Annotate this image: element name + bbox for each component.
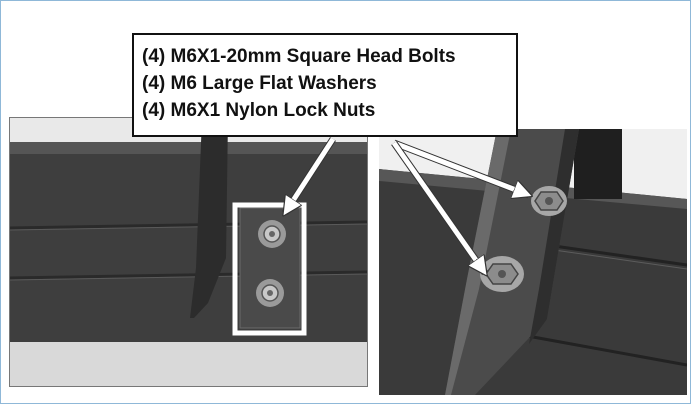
right-photo-drawing [379, 129, 687, 395]
left-photo [9, 117, 368, 387]
left-photo-drawing [10, 118, 367, 386]
left-upright [190, 118, 228, 318]
left-bolt-upper [258, 220, 286, 248]
right-bolt-upper [531, 186, 567, 216]
left-bolt-lower [256, 279, 284, 307]
callout-line-bolts: (4) M6X1-20mm Square Head Bolts [142, 46, 456, 67]
right-bolt-lower [480, 256, 524, 292]
callout-line-nuts: (4) M6X1 Nylon Lock Nuts [142, 100, 376, 121]
left-highlight-box [232, 202, 307, 336]
left-rail [10, 142, 367, 342]
right-photo [379, 129, 687, 395]
hardware-callout: (4) M6X1-20mm Square Head Bolts (4) M6 L… [132, 33, 518, 137]
right-post [574, 129, 622, 199]
callout-line-washers: (4) M6 Large Flat Washers [142, 73, 377, 94]
